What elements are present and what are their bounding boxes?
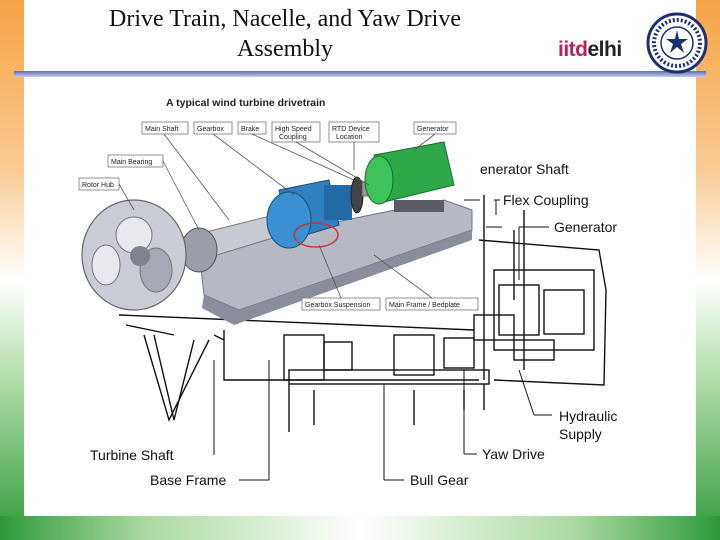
callout-rtd-device: RTD Device [332, 126, 370, 133]
label-base-frame: Base Frame [150, 472, 226, 488]
title-underline-bar [14, 71, 706, 77]
drivetrain-diagram: A typical wind turbine drivetrain Main S… [78, 97, 617, 488]
logo-text-part-2: elhi [587, 38, 623, 61]
label-turbine-shaft: Turbine Shaft [90, 447, 174, 463]
logo-text-part-1: iitd [558, 38, 588, 61]
callout-main-frame: Main Frame / Bedplate [389, 302, 460, 309]
slide-border-bottom [0, 516, 720, 540]
iitdelhi-logo-text: iitdelhi [558, 38, 622, 62]
callout-brake: Brake [241, 126, 259, 133]
drawing-leader-lines [213, 199, 552, 481]
slide-title-line-2: Assembly [237, 36, 333, 62]
callout-main-bearing: Main Bearing [111, 159, 152, 166]
callout-generator: Generator [417, 126, 449, 133]
callout-coupling: Coupling [279, 134, 307, 141]
callout-rotor-hub: Rotor Hub [82, 182, 114, 189]
photo-callouts [78, 121, 479, 311]
slide-border-left [0, 0, 24, 540]
iit-delhi-seal-icon [646, 12, 708, 74]
label-flex-coupling: Flex Coupling [503, 192, 589, 208]
label-bull-gear: Bull Gear [410, 472, 469, 488]
slide-title: Drive Train, Nacelle, and Yaw Drive Asse… [40, 4, 530, 64]
label-hydraulic: Hydraulic [559, 408, 617, 424]
yaw-assembly-line-drawing [118, 195, 607, 432]
callout-gearbox: Gearbox [197, 126, 224, 133]
photo-leader-lines [118, 133, 436, 299]
label-generator: Generator [554, 219, 617, 235]
label-yaw-drive: Yaw Drive [482, 446, 545, 462]
label-supply: Supply [559, 426, 602, 442]
slide-border-right [696, 0, 720, 540]
callout-rtd-location: Location [336, 134, 363, 141]
callout-main-shaft: Main Shaft [145, 126, 179, 133]
drivetrain-photo [81, 141, 473, 325]
callout-high-speed: High Speed [275, 126, 312, 133]
callout-gearbox-suspension: Gearbox Suspension [305, 302, 370, 309]
slide-title-line-1: Drive Train, Nacelle, and Yaw Drive [109, 6, 461, 32]
label-generator-shaft: enerator Shaft [480, 161, 569, 177]
photo-heading: A typical wind turbine drivetrain [166, 97, 325, 109]
